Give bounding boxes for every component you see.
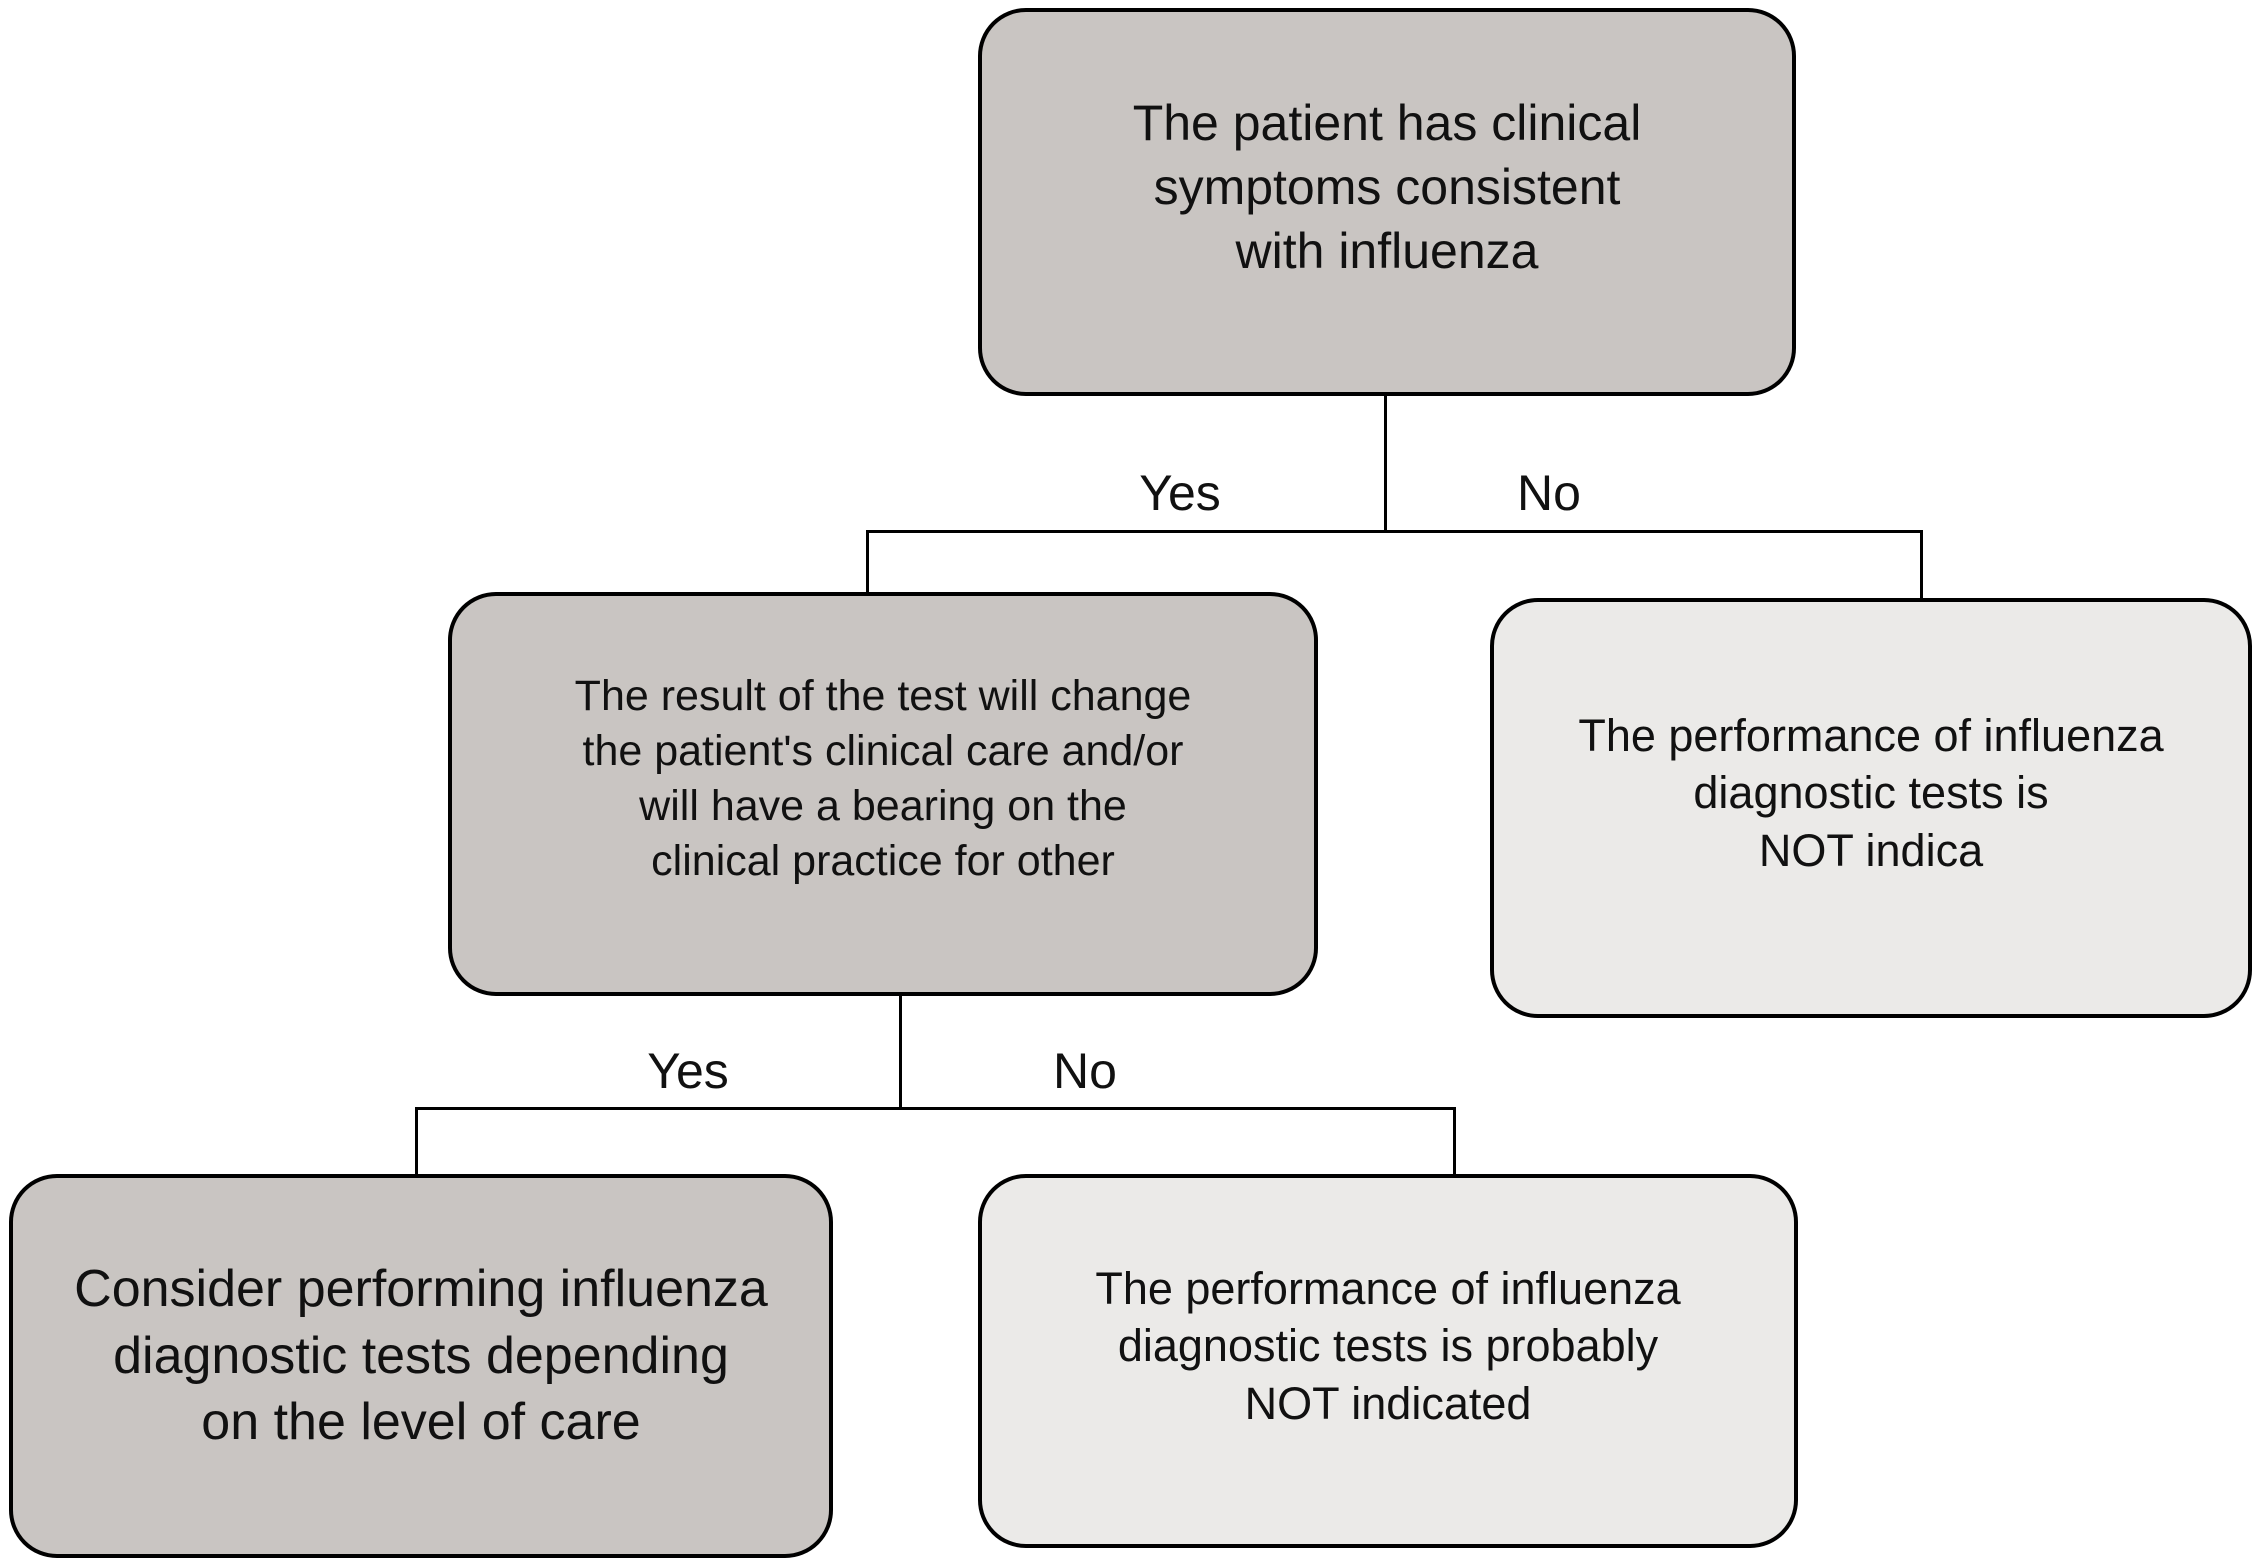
branch-label-yes-2: Yes <box>647 1043 729 1099</box>
connector-branch2-yes-drop <box>415 1107 418 1176</box>
connector-test-changes-care-stem <box>899 994 902 1110</box>
node-consider-performing-tests: Consider performing influenza diagnostic… <box>9 1174 833 1558</box>
connector-branch1-horizontal <box>866 530 1923 533</box>
connector-branch1-no-drop <box>1920 530 1923 600</box>
connector-symptoms-stem <box>1384 394 1387 532</box>
branch-label-no-2: No <box>1053 1043 1117 1099</box>
node-test-changes-care: The result of the test will change the p… <box>448 592 1318 996</box>
node-tests-probably-not-indicated: The performance of influenza diagnostic … <box>978 1174 1798 1548</box>
node-patient-symptoms: The patient has clinical symptoms consis… <box>978 8 1796 396</box>
node-tests-not-indicated: The performance of influenza diagnostic … <box>1490 598 2252 1018</box>
branch-label-yes-1: Yes <box>1139 465 1221 521</box>
branch-label-no-1: No <box>1517 465 1581 521</box>
connector-branch2-horizontal <box>415 1107 1456 1110</box>
connector-branch1-yes-drop <box>866 530 869 594</box>
connector-branch2-no-drop <box>1453 1107 1456 1176</box>
